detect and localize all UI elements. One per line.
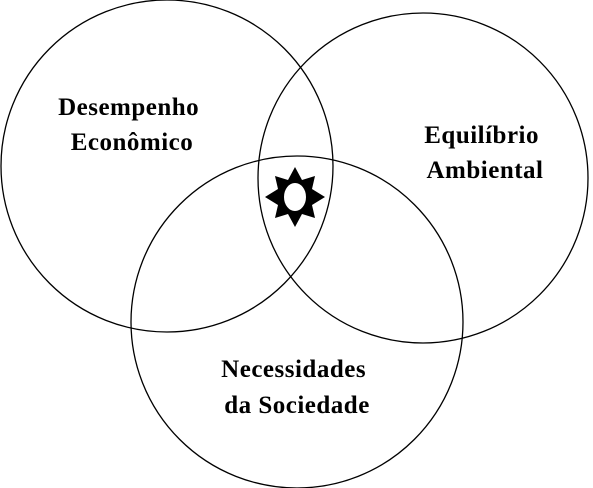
circle-social [130,155,464,488]
sun-star-icon [265,167,325,227]
circle-environmental [257,12,589,344]
label-social: Necessidades da Sociedade [221,356,373,419]
label-social-line-2: da Sociedade [224,392,370,419]
label-economic: Desempenho Econômico [58,94,206,156]
label-economic-line-2: Econômico [71,129,194,156]
label-environmental-line-2: Ambiental [427,157,544,184]
label-economic-line-1: Desempenho [58,94,199,121]
label-environmental-line-1: Equilíbrio [424,122,539,149]
circle-economic [0,0,334,333]
label-environmental: Equilíbrio Ambiental [424,122,546,184]
label-social-line-1: Necessidades [221,356,366,383]
